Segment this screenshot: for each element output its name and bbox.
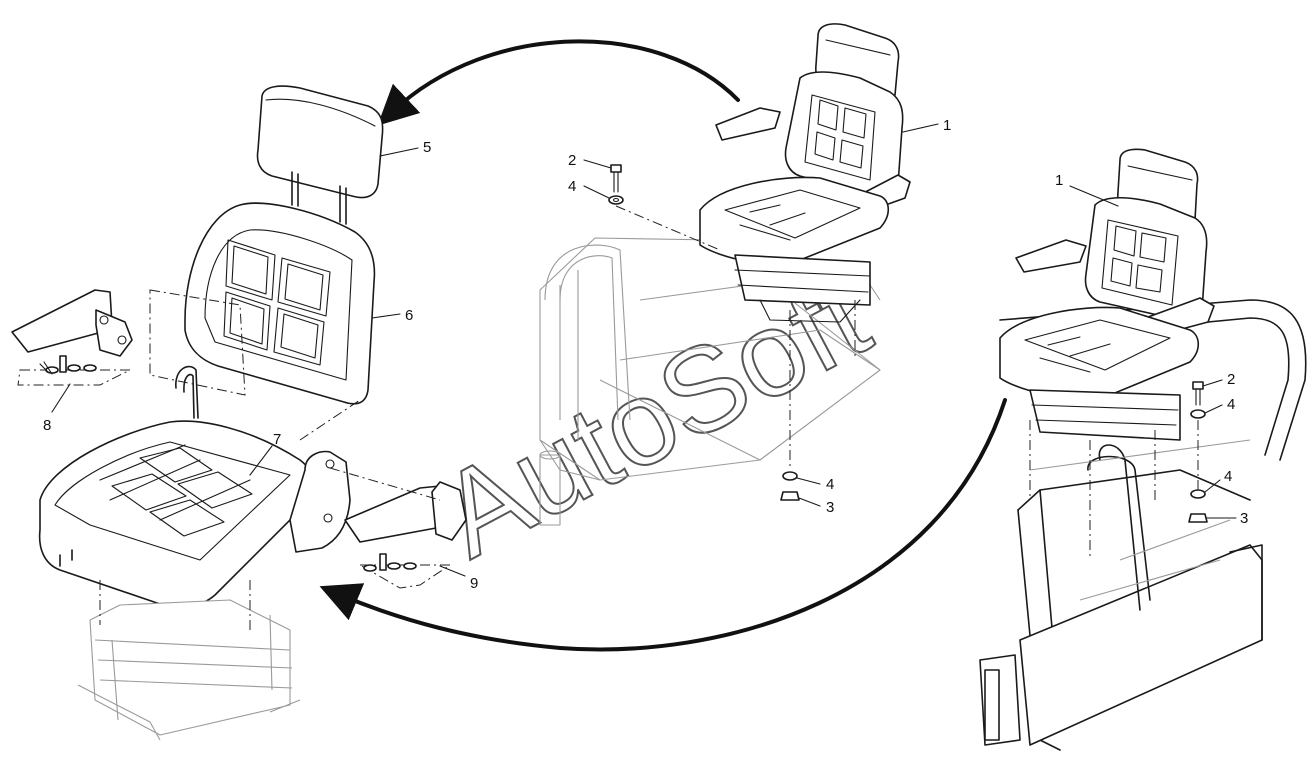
callout-1-right: 1	[1055, 172, 1063, 189]
center-hardware	[608, 164, 856, 501]
callout-8: 8	[43, 417, 51, 434]
callout-7: 7	[273, 431, 281, 448]
transfer-arrow-bottom	[319, 398, 1007, 652]
callout-2-right: 2	[1227, 371, 1235, 388]
callout-1-center: 1	[943, 117, 951, 134]
callout-3-right: 3	[1240, 510, 1248, 527]
headrest	[256, 85, 384, 199]
callout-2-center: 2	[568, 152, 576, 169]
callout-5: 5	[423, 139, 431, 156]
callout-9: 9	[470, 575, 478, 592]
callout-4-right-top: 4	[1227, 396, 1235, 413]
right-frame	[979, 299, 1307, 751]
suspension-base	[89, 599, 291, 736]
callout-6: 6	[405, 307, 413, 324]
center-seat	[699, 23, 911, 323]
center-callouts: 1 2 4 4 3	[568, 117, 951, 516]
callout-4-right-bottom: 4	[1224, 468, 1232, 485]
backrest	[184, 202, 376, 405]
callout-3-center: 3	[826, 499, 834, 516]
right-seat	[999, 148, 1215, 441]
hardware-kit-9	[363, 553, 417, 572]
left-exploded-seat	[11, 85, 467, 741]
left-callouts: 5 6 7 8 9	[43, 139, 478, 592]
transfer-arrow-top	[377, 39, 740, 126]
callout-4-center-top: 4	[568, 178, 576, 195]
right-armrest	[344, 485, 447, 543]
right-callouts: 1 2 4 4 3	[1055, 172, 1248, 527]
center-frame	[539, 237, 881, 526]
callout-4-center-bottom: 4	[826, 476, 834, 493]
hardware-kit-8	[39, 355, 97, 375]
right-hardware	[1029, 381, 1208, 560]
